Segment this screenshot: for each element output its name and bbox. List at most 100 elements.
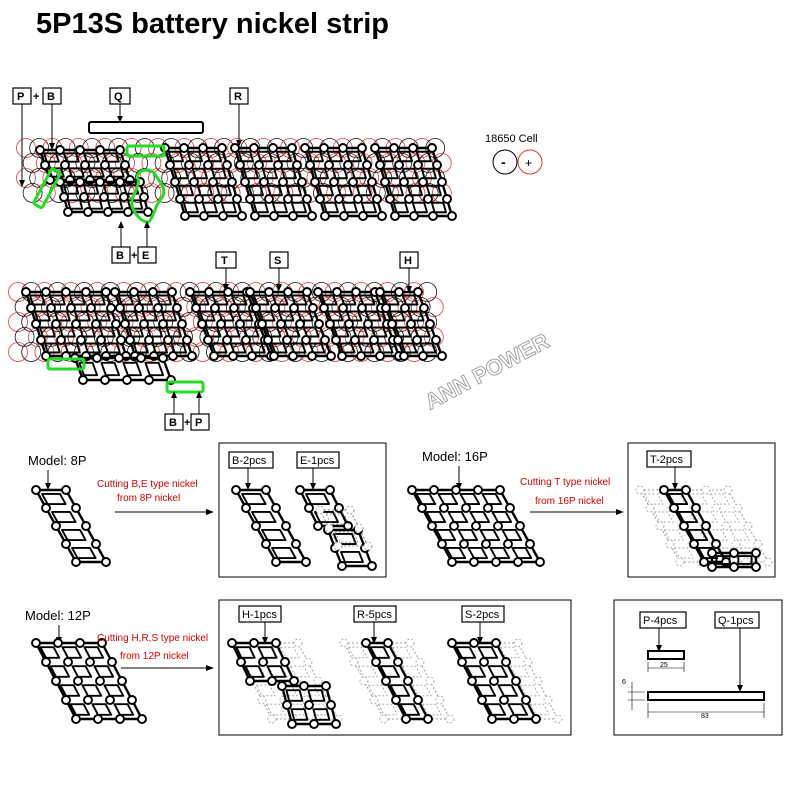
strip-s-ghost [447, 638, 563, 724]
model-12p-output-shapes [227, 638, 563, 729]
strip-s-out [447, 638, 541, 724]
strip-r-out [361, 638, 433, 724]
h-1pcs-label: H-1pcs [242, 609, 277, 621]
pq-box [613, 599, 783, 736]
strip-top-r2 [230, 143, 317, 221]
cell [47, 312, 68, 332]
strip-16p [407, 485, 545, 567]
cell [148, 168, 168, 188]
q-strip-shape [647, 691, 765, 701]
page-title: 5P13S battery nickel strip [36, 8, 389, 40]
callout-b-plus-p-bottom: B + P [164, 391, 210, 431]
callout-t: T [215, 251, 237, 291]
cell [16, 168, 36, 188]
cell [21, 342, 42, 362]
cell [14, 327, 35, 347]
negative-symbol: - [501, 154, 506, 170]
cell [134, 168, 155, 188]
cell [338, 342, 358, 362]
callout-r-label: R [234, 91, 242, 103]
cell-legend-label: 18650 Cell [485, 133, 538, 145]
cell [181, 153, 201, 173]
model-8p-result-box [218, 442, 387, 578]
callout-t-label: T [221, 255, 228, 267]
r-5pcs-label: R-5pcs [357, 609, 392, 621]
strip-8p [31, 485, 111, 567]
strip-t-foot [707, 548, 761, 572]
callout-r: R [229, 87, 249, 147]
cell [153, 312, 174, 332]
cell [417, 342, 438, 362]
model-16p-cut-line1: Cutting T type nickel [520, 477, 610, 488]
cell [431, 153, 452, 173]
cell [233, 153, 254, 173]
model-12p-strip [31, 638, 147, 724]
callout-s: S [269, 251, 289, 291]
dim-p: 25 [660, 662, 668, 669]
cell [194, 153, 215, 173]
callout-p-plus-b-top: P + B [12, 87, 62, 187]
model-8p-cut-line1: Cutting B,E type nickel [97, 479, 198, 490]
model-8p-cut-line2: from 8P nickel [117, 493, 180, 504]
t-2pcs-label: T-2pcs [650, 454, 684, 466]
callout-b-plus-e: B + E [111, 221, 157, 264]
strip-bot-h [375, 287, 447, 361]
callout-p3-label: P [195, 417, 202, 429]
strip-h-out-b [277, 681, 341, 729]
b-2pcs-label: B-2pcs [232, 455, 267, 467]
cell [392, 153, 413, 173]
dim-q: 83 [701, 713, 709, 720]
green-highlights-bottom [46, 357, 205, 394]
model-12p-cut-line2: from 12P nickel [120, 651, 189, 662]
cell [397, 297, 418, 317]
cell [29, 138, 50, 158]
cell [265, 297, 286, 317]
callout-b-label: B [47, 91, 55, 103]
model-16p-result-box [627, 442, 776, 578]
strip-top-r4 [370, 143, 457, 221]
strip-bot-s [245, 287, 336, 361]
e-1pcs-label: E-1pcs [300, 455, 335, 467]
model-16p-output-shapes [635, 485, 773, 572]
strip-bot-2 [110, 287, 197, 361]
callout-plus3: + [184, 417, 190, 429]
cell [339, 153, 360, 173]
p-strip-shape [647, 650, 685, 660]
cell [232, 312, 253, 332]
model-8p-label: Model: 8P [28, 453, 87, 468]
positive-symbol: + [525, 156, 532, 170]
cell-legend: 18650 Cell - + [485, 133, 543, 175]
model-16p-cut-line2: from 16P nickel [535, 496, 604, 507]
model-12p-label: Model: 12P [25, 608, 91, 623]
cell [272, 312, 292, 332]
cell [404, 312, 424, 332]
cell [192, 312, 213, 332]
strip-top-r1 [160, 143, 247, 221]
model-8p-output-shapes [231, 485, 377, 571]
callout-q-label: Q [114, 91, 123, 103]
strip-r-ghost [339, 638, 455, 724]
strip-bot-1 [21, 287, 131, 361]
model-12p-result-box [218, 599, 572, 736]
callout-h-label: H [404, 255, 412, 267]
callout-b2-label: B [116, 250, 124, 262]
bottom-pack-strips [21, 287, 447, 385]
cell [154, 183, 175, 203]
strip-top-r3 [300, 143, 387, 221]
callout-b3-label: B [169, 417, 177, 429]
callout-e-label: E [142, 250, 149, 262]
strip-bot-p [70, 353, 176, 385]
cell [87, 312, 108, 332]
cell [225, 297, 246, 317]
strip-e-ghost [315, 505, 373, 551]
cell [8, 312, 28, 332]
green-highlights-top [32, 144, 166, 224]
cell [186, 297, 207, 317]
strip-b-out [231, 485, 311, 567]
strip-top-b [55, 177, 153, 217]
callout-h: H [399, 251, 419, 293]
dim-h: 6 [622, 679, 626, 686]
strip-12p [31, 638, 147, 724]
model-12p-cut-line1: Cutting H,R,S type nickel [97, 633, 208, 644]
